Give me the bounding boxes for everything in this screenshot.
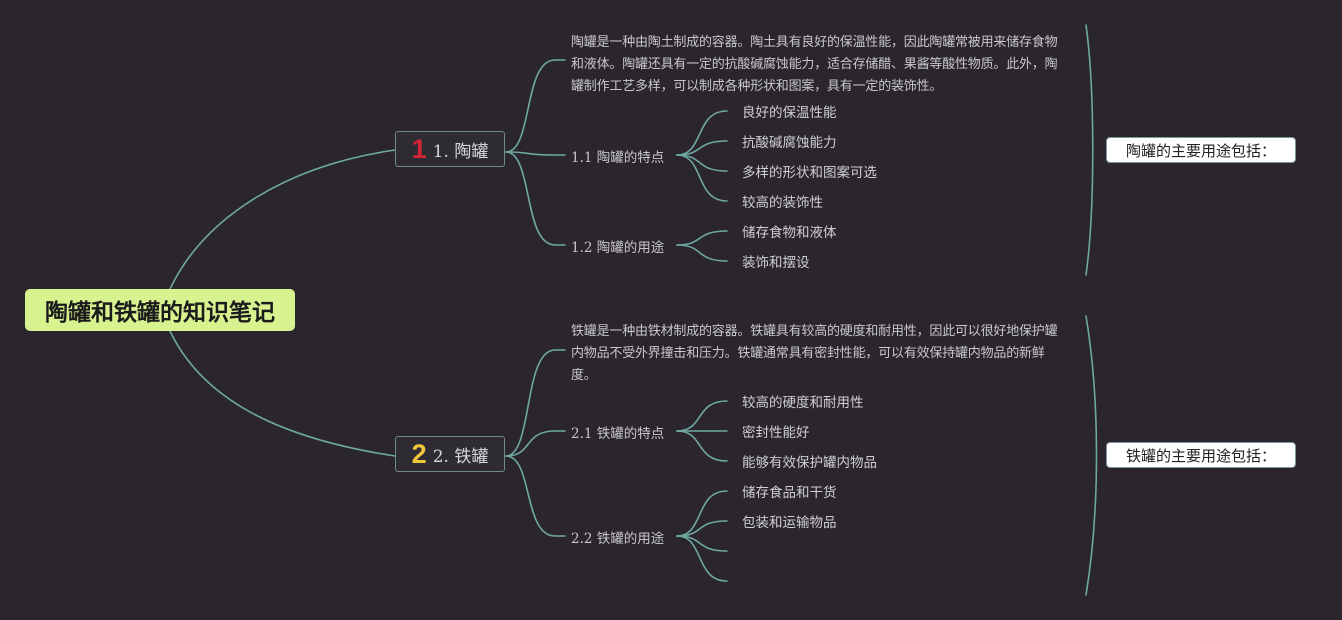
pottery-feature-item[interactable]: 良好的保温性能 <box>742 105 837 121</box>
connector-iron-feature-0 <box>676 400 728 432</box>
priority-1-icon: 1 <box>411 133 427 164</box>
main-topic-label: 1. 陶罐 <box>432 141 489 162</box>
iron-summary[interactable]: 铁罐的主要用途包括： <box>1106 442 1296 468</box>
pottery-description[interactable]: 陶罐是一种由陶土制成的容器。陶土具有良好的保温性能，因此陶罐常被用来储存食物和液… <box>571 35 1058 94</box>
pottery-features-subtopic[interactable]: 1.1 陶罐的特点 <box>571 150 665 166</box>
connector-root-pottery <box>169 149 396 290</box>
iron-feature-item[interactable]: 密封性能好 <box>742 425 810 441</box>
priority-2-icon: 2 <box>411 438 427 469</box>
pottery-use-item[interactable]: 储存食物和液体 <box>742 225 837 241</box>
iron-use-item[interactable]: 储存食品和干货 <box>742 485 837 501</box>
root-title: 陶罐和铁罐的知识笔记 <box>45 300 275 326</box>
main-topic-label: 2. 铁罐 <box>432 446 489 467</box>
pottery-feature-item[interactable]: 多样的形状和图案可选 <box>742 165 877 181</box>
pottery-feature-item[interactable]: 抗酸碱腐蚀能力 <box>742 135 837 151</box>
connector-pottery-use-1 <box>676 244 728 262</box>
main-topic-pottery[interactable]: 1 1. 陶罐 <box>395 131 505 167</box>
connector-pottery-child-0 <box>505 59 566 153</box>
connector-iron-child-2 <box>505 455 566 537</box>
connector-pottery-child-2 <box>505 151 566 246</box>
summary-bracket-iron <box>1085 315 1098 596</box>
iron-uses-subtopic[interactable]: 2.2 铁罐的用途 <box>571 531 665 547</box>
pottery-summary-label: 陶罐的主要用途包括： <box>1125 141 1276 160</box>
iron-summary-label: 铁罐的主要用途包括： <box>1125 446 1276 465</box>
connector-pottery-use-0 <box>676 230 728 246</box>
connector-iron-feature-2 <box>676 430 728 462</box>
connector-iron-child-0 <box>505 349 566 457</box>
pottery-use-item[interactable]: 装饰和摆设 <box>742 255 810 271</box>
pottery-summary[interactable]: 陶罐的主要用途包括： <box>1106 137 1296 163</box>
connector-pottery-feature-0 <box>676 110 728 156</box>
summary-bracket-pottery <box>1085 24 1094 276</box>
iron-features-subtopic[interactable]: 2.1 铁罐的特点 <box>571 426 665 442</box>
connector-pottery-feature-3 <box>676 154 728 202</box>
iron-description[interactable]: 铁罐是一种由铁材制成的容器。铁罐具有较高的硬度和耐用性，因此可以很好地保护罐内物… <box>571 324 1058 383</box>
pottery-uses-subtopic[interactable]: 1.2 陶罐的用途 <box>571 240 665 256</box>
connector-pottery-child-1 <box>505 151 566 156</box>
connector-iron-use-3 <box>676 535 728 582</box>
root-topic[interactable]: 陶罐和铁罐的知识笔记 <box>25 289 295 331</box>
connector-iron-use-0 <box>676 490 728 537</box>
pottery-feature-item[interactable]: 较高的装饰性 <box>742 195 823 211</box>
main-topic-iron[interactable]: 2 2. 铁罐 <box>395 436 505 472</box>
iron-feature-item[interactable]: 能够有效保护罐内物品 <box>742 455 877 471</box>
connector-root-iron <box>169 330 396 457</box>
connector-iron-child-1 <box>505 430 566 457</box>
connector-pottery-feature-2 <box>676 154 728 172</box>
iron-feature-item[interactable]: 较高的硬度和耐用性 <box>742 395 864 411</box>
iron-use-item[interactable]: 包装和运输物品 <box>742 515 837 531</box>
